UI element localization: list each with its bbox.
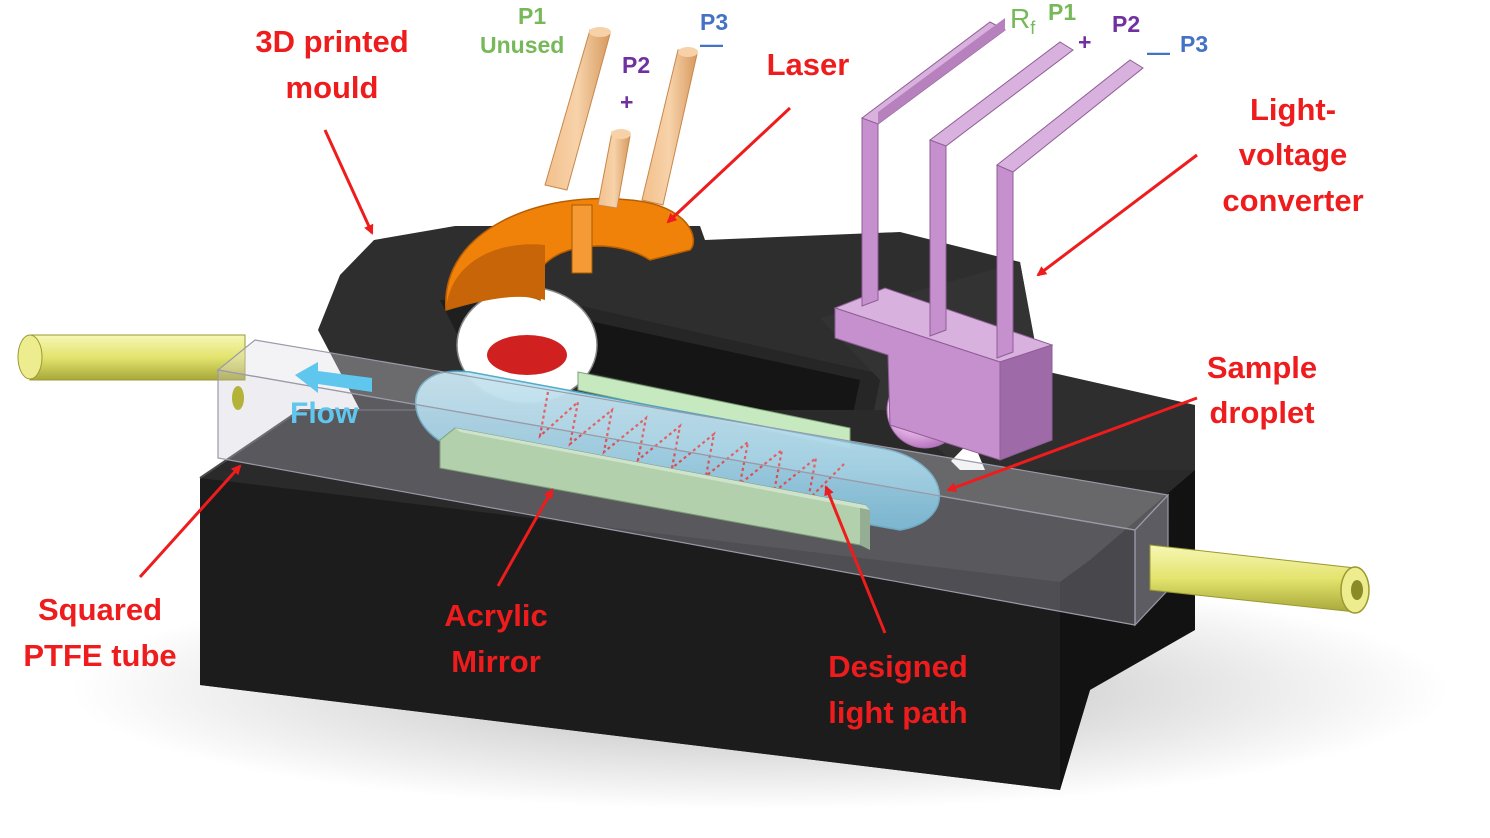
converter-p2-sign: +: [1078, 29, 1091, 55]
converter-p2-label: P2: [1112, 11, 1140, 37]
tube-label-line1: Squared: [38, 592, 162, 627]
outlet-tube: [1149, 544, 1370, 614]
mirror-label-line1: Acrylic: [444, 598, 547, 633]
arrow-tube: [138, 464, 242, 579]
laser-p2-sign: +: [620, 89, 633, 115]
laser-p3-sign: —: [700, 31, 723, 57]
laser-p1-label: P1: [518, 3, 546, 29]
arrow-converter: [1036, 153, 1198, 277]
laser-label: Laser: [767, 47, 850, 82]
annotation-arrows: [138, 106, 1198, 634]
mould-label-line2: mould: [286, 70, 379, 105]
arrow-mirror: [496, 488, 554, 587]
light-path: [538, 391, 847, 504]
light-voltage-converter: [833, 18, 1144, 461]
laser-pins: [544, 27, 698, 209]
arrow-droplet: [946, 396, 1198, 492]
arrow-mould: [323, 129, 374, 235]
lightpath-label-line1: Designed: [828, 649, 968, 684]
flow-indicator: Flow: [290, 362, 372, 430]
converter-pin-labels: Rf P1 + P2 — P3: [1010, 0, 1208, 65]
converter-p3-label: P3: [1180, 31, 1208, 57]
tube-label-line2: PTFE tube: [23, 638, 176, 673]
converter-rf-label: Rf: [1010, 3, 1036, 38]
converter-pins: [860, 18, 1144, 359]
converter-p3-sign: —: [1147, 39, 1170, 65]
laser-pin-labels: P1 Unused P2 + P3 —: [480, 3, 728, 115]
arrow-laser: [666, 106, 792, 224]
arrow-lightpath: [824, 485, 887, 634]
annotation-labels: 3D printed mould Laser Light- voltage co…: [23, 24, 1363, 730]
mould-label-line1: 3D printed: [255, 24, 408, 59]
laser-unused-label: Unused: [480, 32, 564, 58]
acrylic-mirror: [439, 427, 870, 550]
laser: [445, 27, 698, 404]
lightpath-label-line2: light path: [828, 695, 967, 730]
laser-p3-label: P3: [700, 9, 728, 35]
inlet-tube: [17, 334, 246, 381]
converter-label-line1: Light-: [1250, 92, 1336, 127]
converter-label-line3: converter: [1222, 183, 1363, 218]
droplet-label-line2: droplet: [1209, 395, 1314, 430]
laser-p2-label: P2: [622, 52, 650, 78]
converter-label-line2: voltage: [1239, 137, 1348, 172]
mirror-label-line2: Mirror: [451, 644, 541, 679]
converter-p1-label: P1: [1048, 0, 1076, 25]
ptfe-tube: [216, 339, 1170, 627]
flow-label: Flow: [290, 397, 359, 430]
droplet-label-line1: Sample: [1207, 350, 1317, 385]
